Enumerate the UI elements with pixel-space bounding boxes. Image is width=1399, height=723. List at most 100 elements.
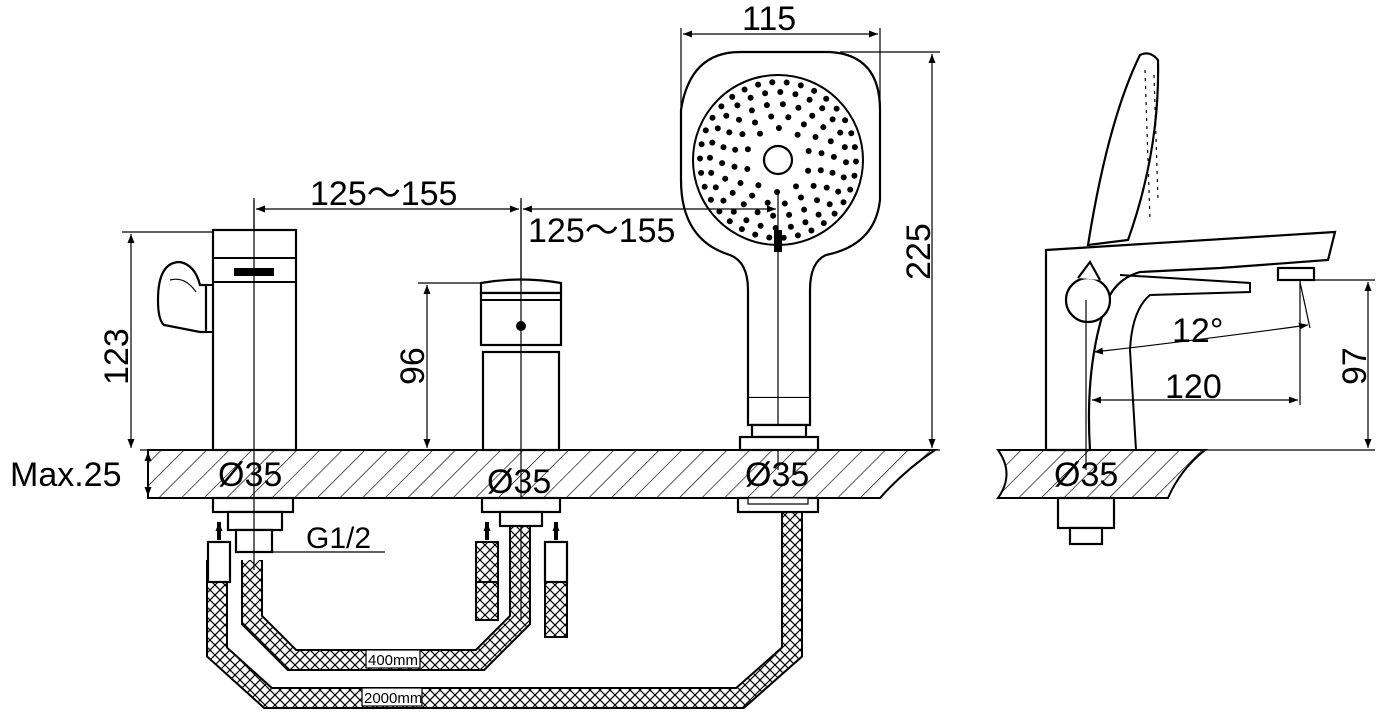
spray-nozzle: [764, 199, 771, 206]
spray-nozzle: [729, 189, 736, 196]
hose-label-short: 400mm: [365, 649, 421, 669]
spray-nozzle: [808, 227, 815, 234]
spray-nozzle: [795, 104, 802, 111]
spray-nozzle: [732, 146, 739, 153]
spray-nozzle: [820, 124, 827, 131]
spray-nozzle: [833, 105, 840, 112]
spray-nozzle: [826, 201, 833, 208]
spray-nozzle: [775, 125, 782, 131]
spray-nozzles: [697, 79, 859, 241]
spray-nozzle: [720, 197, 727, 204]
spray-nozzle: [797, 82, 804, 89]
spray-nozzle: [707, 196, 714, 203]
mixer-body: [156, 200, 298, 570]
spray-nozzle: [814, 197, 820, 204]
spray-nozzle: [809, 112, 816, 119]
spray-nozzle: [831, 210, 838, 217]
spray-nozzle: [748, 107, 755, 114]
spray-nozzle: [847, 186, 854, 193]
spray-nozzle: [766, 234, 773, 241]
hose-label-long: 2000mm: [361, 687, 423, 707]
spray-nozzle: [757, 222, 764, 229]
spray-nozzle: [786, 211, 793, 218]
deck-thickness-label: Max.25: [10, 456, 122, 494]
inlet-hoses: [206, 540, 569, 638]
spray-nozzle: [708, 169, 715, 176]
spray-nozzle: [772, 225, 779, 231]
spray-nozzle: [714, 125, 721, 132]
spray-nozzle: [738, 226, 745, 233]
side-reach-label: 120: [1165, 368, 1222, 406]
spray-nozzle: [843, 159, 849, 166]
spray-nozzle: [787, 223, 794, 230]
spray-nozzle: [726, 218, 733, 225]
spray-nozzle: [741, 86, 748, 93]
spray-nozzle: [747, 94, 754, 101]
hand-shower: [679, 50, 882, 514]
spray-nozzle: [698, 169, 705, 176]
spray-nozzle: [823, 184, 830, 191]
spray-nozzle: [810, 182, 817, 189]
spray-nozzle: [805, 167, 812, 174]
spray-nozzle: [794, 131, 801, 138]
spray-nozzle: [819, 105, 826, 112]
spray-nozzle: [744, 146, 751, 153]
spray-nozzle: [842, 117, 849, 124]
spray-nozzle: [853, 158, 859, 165]
spray-nozzle: [829, 169, 836, 176]
spray-nozzle: [702, 127, 709, 134]
spacing-2-label: 125～155: [528, 212, 675, 250]
spray-nozzle: [729, 93, 736, 100]
spray-nozzle: [698, 141, 705, 148]
spray-nozzle: [749, 192, 756, 199]
deck-side: [996, 449, 1208, 499]
spray-nozzle: [726, 129, 733, 136]
spray-nozzle: [709, 114, 716, 121]
spray-nozzle: [840, 174, 847, 181]
spray-nozzle: [837, 129, 844, 136]
spray-nozzle: [740, 201, 747, 208]
spray-nozzle: [763, 102, 770, 109]
spray-nozzle: [752, 231, 759, 238]
spray-nozzle: [851, 144, 858, 151]
spray-nozzle: [811, 87, 818, 94]
spray-nozzle: [739, 131, 746, 138]
hole-3-label: Ø35: [745, 456, 809, 494]
spray-nozzle: [768, 113, 775, 120]
spray-nozzle: [848, 130, 855, 137]
diverter-height-label: 96: [394, 347, 432, 385]
spray-nozzle: [737, 180, 744, 186]
spray-nozzle: [805, 148, 812, 154]
spray-nozzle: [718, 103, 725, 110]
spray-nozzle: [829, 116, 836, 123]
spray-nozzle: [794, 232, 801, 239]
spray-nozzle: [734, 102, 741, 109]
spray-nozzle: [762, 90, 769, 97]
spray-nozzle: [774, 189, 781, 195]
spray-nozzle: [701, 183, 708, 190]
angle-label: 12°: [1172, 312, 1223, 350]
hole-1-label: Ø35: [218, 456, 282, 494]
spray-nozzle: [801, 206, 808, 213]
spray-nozzle: [736, 116, 742, 123]
spray-nozzle: [744, 166, 751, 172]
spray-nozzle: [769, 79, 776, 86]
spray-nozzle: [827, 138, 834, 145]
spray-nozzle: [840, 199, 847, 206]
spray-nozzle: [757, 130, 763, 137]
spray-nozzle: [743, 217, 750, 224]
spray-nozzle: [755, 81, 762, 88]
spray-nozzle: [835, 188, 842, 195]
spray-nozzle: [731, 163, 738, 170]
spray-nozzle: [754, 209, 761, 216]
spray-nozzle: [777, 89, 784, 95]
spray-nozzle: [720, 144, 727, 151]
spray-nozzle: [712, 184, 719, 191]
spray-nozzle: [823, 95, 830, 102]
spray-nozzle: [781, 200, 788, 207]
mixer-height-label: 123: [98, 328, 136, 385]
spray-nozzle: [722, 175, 729, 182]
spray-nozzle: [830, 153, 837, 160]
handshower-height-label: 225: [900, 223, 938, 280]
